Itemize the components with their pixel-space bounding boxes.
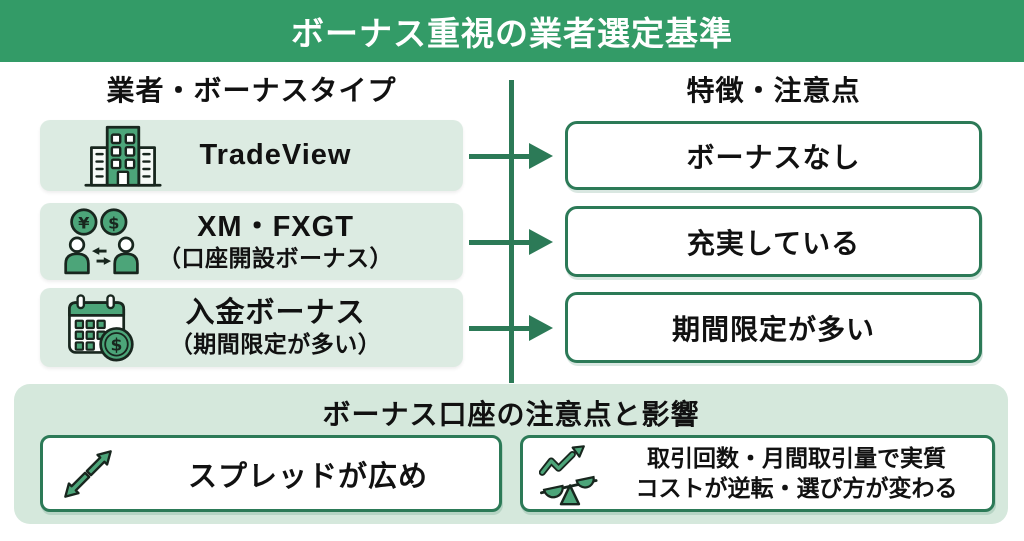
arrow-shaft <box>469 153 533 159</box>
broker-type-card: ¥ $ XM・FXGT （口座開設ボーナス） <box>40 203 463 280</box>
arrow-head <box>529 229 553 255</box>
svg-text:$: $ <box>108 213 119 232</box>
broker-name: 入金ボーナス <box>185 297 366 330</box>
spread-arrows-icon <box>59 445 117 503</box>
right-column-header: 特徴・注意点 <box>686 75 861 106</box>
broker-type-label: XM・FXGT （口座開設ボーナス） <box>40 211 463 271</box>
feature-card: 期間限定が多い <box>565 292 982 363</box>
svg-text:¥: ¥ <box>78 213 90 232</box>
spread-note-card: スプレッドが広め <box>40 435 502 512</box>
bottom-panel-title: ボーナス口座の注意点と影響 <box>322 399 700 430</box>
broker-type-card: $ 入金ボーナス （期間限定が多い） <box>40 288 463 367</box>
arrow-shaft <box>469 239 533 245</box>
broker-subname: （期間限定が多い） <box>169 330 382 357</box>
currency-exchange-icon: ¥ $ <box>62 207 142 276</box>
building-icon <box>84 123 162 188</box>
feature-text: 充実している <box>686 227 861 259</box>
feature-text: ボーナスなし <box>686 141 861 173</box>
bottom-notes-panel: ボーナス口座の注意点と影響 スプレッドが広め <box>14 384 1008 524</box>
cost-note-text: 取引回数・月間取引量で実質 コストが逆転・選び方が変わる <box>601 444 992 503</box>
calendar-coin-icon: $ <box>64 292 140 363</box>
connector-vertical-line <box>509 80 514 383</box>
cost-note-card: 取引回数・月間取引量で実質 コストが逆転・選び方が変わる <box>520 435 995 512</box>
arrow-shaft <box>469 325 533 331</box>
spread-note-text: スプレッドが広め <box>117 453 499 495</box>
broker-type-label: TradeView <box>40 139 463 173</box>
page-title: ボーナス重視の業者選定基準 <box>291 15 733 52</box>
broker-name: TradeView <box>199 138 352 171</box>
broker-subname: （口座開設ボーナス） <box>158 244 393 271</box>
svg-text:$: $ <box>110 335 122 355</box>
left-column-header: 業者・ボーナスタイプ <box>106 75 397 106</box>
feature-card: ボーナスなし <box>565 121 982 190</box>
note-line: 取引回数・月間取引量で実質 <box>647 445 946 472</box>
broker-name: XM・FXGT <box>197 211 354 244</box>
page-title-band: ボーナス重視の業者選定基準 <box>0 0 1024 62</box>
note-line: スプレッドが広め <box>187 460 428 493</box>
broker-type-label: 入金ボーナス （期間限定が多い） <box>40 297 463 357</box>
feature-text: 期間限定が多い <box>671 313 875 345</box>
note-line: コストが逆転・選び方が変わる <box>635 474 958 501</box>
broker-type-card: TradeView <box>40 120 463 191</box>
chart-scale-icon <box>538 441 601 507</box>
arrow-head <box>529 143 553 169</box>
arrow-head <box>529 315 553 341</box>
feature-card: 充実している <box>565 206 982 277</box>
